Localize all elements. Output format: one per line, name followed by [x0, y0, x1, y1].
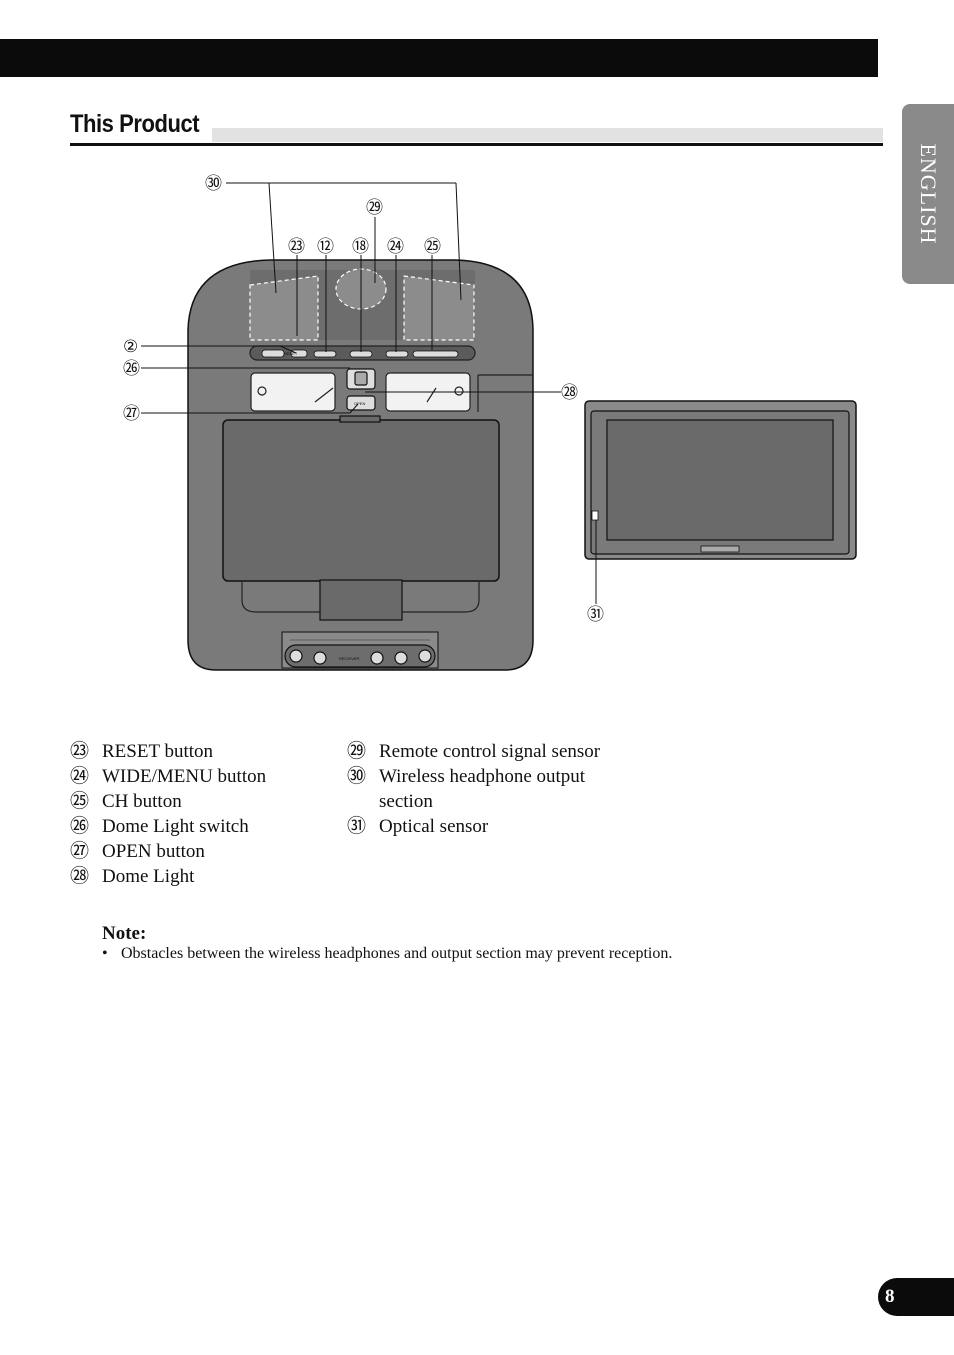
ch-button[interactable]: [412, 350, 459, 358]
reset-button[interactable]: [290, 349, 308, 358]
screen-latch: [319, 579, 403, 621]
callout-28: ㉘: [561, 383, 578, 402]
source-button[interactable]: [313, 350, 337, 358]
jack-4: [394, 651, 408, 665]
language-tab: ENGLISH: [902, 104, 954, 284]
callout-24: ㉔: [387, 237, 404, 256]
optical-sensor: [591, 510, 599, 521]
jack-3: [370, 651, 384, 665]
callout-27: ㉗: [123, 404, 140, 423]
headphone-window-left: [249, 275, 319, 341]
reset-label: RESET: [284, 351, 298, 356]
title-band: [212, 128, 883, 142]
section-title: This Product: [70, 110, 200, 138]
page-number: 8: [878, 1278, 954, 1316]
main-screen: [222, 419, 500, 582]
note-heading: Note:: [102, 923, 147, 944]
callout-2: ②: [123, 337, 138, 356]
product-diagram: ㉚ ㉙ ㉓ ⑫ ⑱ ㉔ ㉕ ② ㉖ ㉗ ㉘ ㉛ RESET OPEN RECEI…: [123, 174, 857, 671]
title-rule: [70, 143, 883, 146]
callout-12: ⑫: [317, 237, 334, 256]
callout-26: ㉖: [123, 359, 140, 378]
callout-31: ㉛: [587, 605, 604, 624]
monitor-screen: [606, 419, 834, 541]
note-body: • Obstacles between the wireless headphon…: [102, 945, 672, 963]
jack-1: [289, 649, 303, 663]
callout-30: ㉚: [205, 174, 222, 193]
jack-2: [313, 651, 327, 665]
open-label: OPEN: [354, 401, 365, 406]
callout-25: ㉕: [424, 237, 441, 256]
header-bar: [0, 39, 878, 77]
note-bullet: •: [102, 945, 108, 962]
dome-light-left: [250, 372, 336, 412]
callout-29: ㉙: [366, 198, 383, 217]
receiver-label: RECEIVER: [339, 656, 360, 661]
note-text: Obstacles between the wireless headphone…: [121, 945, 673, 962]
jack-5: [418, 649, 432, 663]
wide-menu-button[interactable]: [385, 350, 409, 358]
open-button[interactable]: [346, 395, 376, 411]
callout-18: ⑱: [352, 237, 369, 256]
headphone-window-right: [403, 275, 475, 341]
power-button[interactable]: [261, 349, 285, 358]
callout-23: ㉓: [288, 237, 305, 256]
